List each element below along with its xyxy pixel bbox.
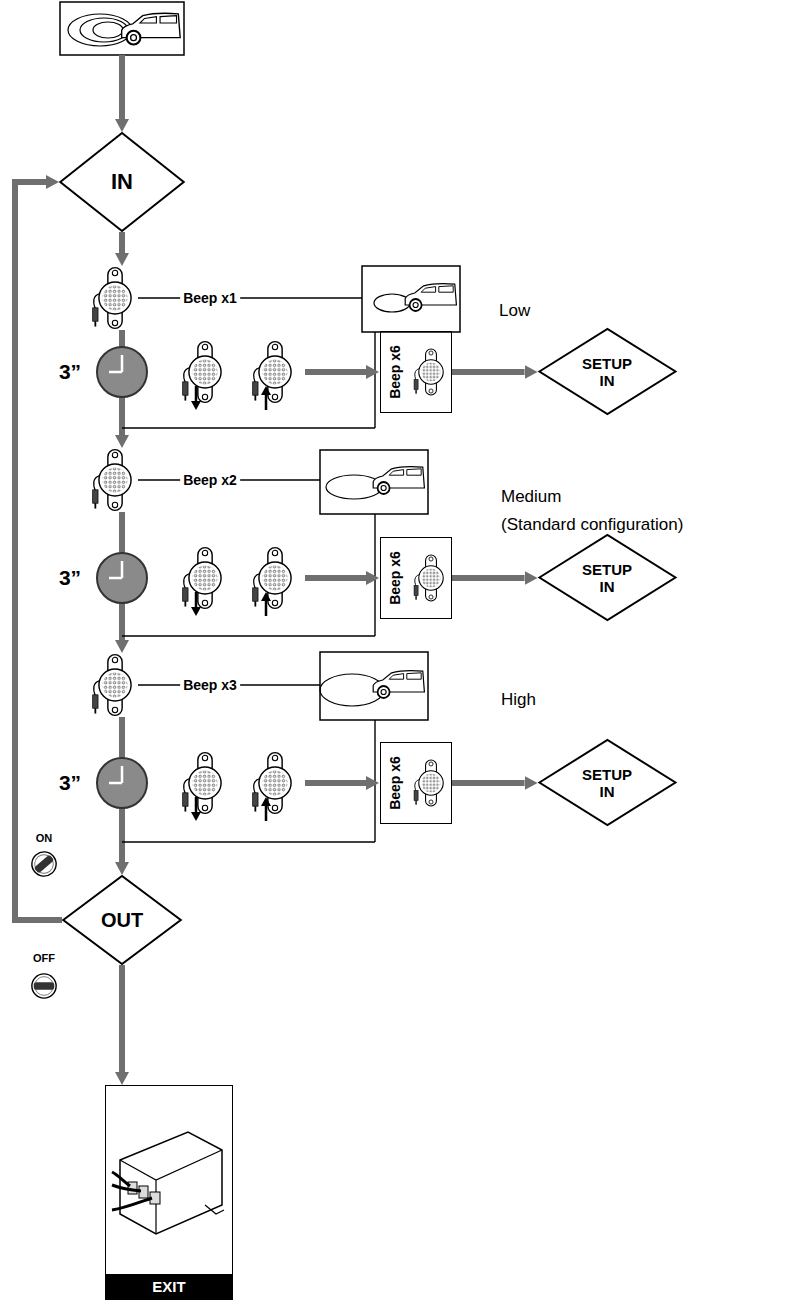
start-diamond: IN	[59, 132, 185, 232]
label-text: (Standard configuration)	[498, 515, 686, 534]
beep-box: Beep x6	[380, 742, 452, 824]
label-text: ON	[33, 832, 56, 844]
node-text: Beep x6	[387, 345, 403, 399]
node-text: Beep x6	[387, 756, 403, 810]
key-position: OFF	[30, 952, 58, 964]
beep-box: Beep x6	[380, 331, 452, 413]
exit-box: EXIT	[105, 1085, 233, 1300]
setup-diamond: SETUP IN	[538, 534, 677, 621]
label-text: Low	[496, 301, 533, 320]
sensitivity-label: Medium	[498, 487, 564, 507]
node-text: OUT	[101, 909, 143, 932]
sensitivity-label: Low	[496, 301, 533, 321]
flow-arrow	[452, 369, 525, 375]
key-position: ON	[33, 832, 56, 844]
delay-label: 3”	[56, 771, 84, 795]
label-text: Medium	[498, 487, 564, 506]
label-text: 3”	[56, 360, 84, 383]
delay-label: 3”	[56, 360, 84, 384]
node-text: IN	[111, 169, 133, 194]
beep-count: Beep x2	[180, 472, 240, 488]
label-text: Beep x2	[180, 472, 240, 488]
node-text: SETUP IN	[575, 766, 638, 801]
beep-box: Beep x6	[380, 537, 452, 619]
exit-diamond: OUT	[62, 875, 182, 965]
node-text: SETUP IN	[575, 355, 638, 390]
node-text: Beep x6	[387, 551, 403, 605]
text-strip: Beep x6	[381, 332, 409, 412]
label-text: 3”	[56, 566, 84, 589]
beep-count: Beep x3	[180, 677, 240, 693]
label-text: Beep x1	[180, 290, 240, 306]
setup-diamond: SETUP IN	[538, 328, 677, 415]
text-strip: Beep x6	[381, 538, 409, 618]
label-text: High	[498, 690, 539, 709]
node-text: SETUP IN	[575, 561, 638, 596]
flow-arrow	[119, 965, 125, 1072]
flow-arrow	[452, 780, 525, 786]
setup-diamond: SETUP IN	[538, 739, 677, 826]
label-text: Beep x3	[180, 677, 240, 693]
label-text: OFF	[30, 952, 58, 964]
note-label: (Standard configuration)	[498, 515, 686, 535]
node-text: EXIT	[106, 1274, 232, 1299]
label-text: 3”	[56, 771, 84, 794]
beep-count: Beep x1	[180, 290, 240, 306]
text-strip: Beep x6	[381, 743, 409, 823]
delay-label: 3”	[56, 566, 84, 590]
sensitivity-label: High	[498, 690, 539, 710]
flow-arrow	[452, 575, 525, 581]
flow-arrow	[15, 182, 62, 920]
